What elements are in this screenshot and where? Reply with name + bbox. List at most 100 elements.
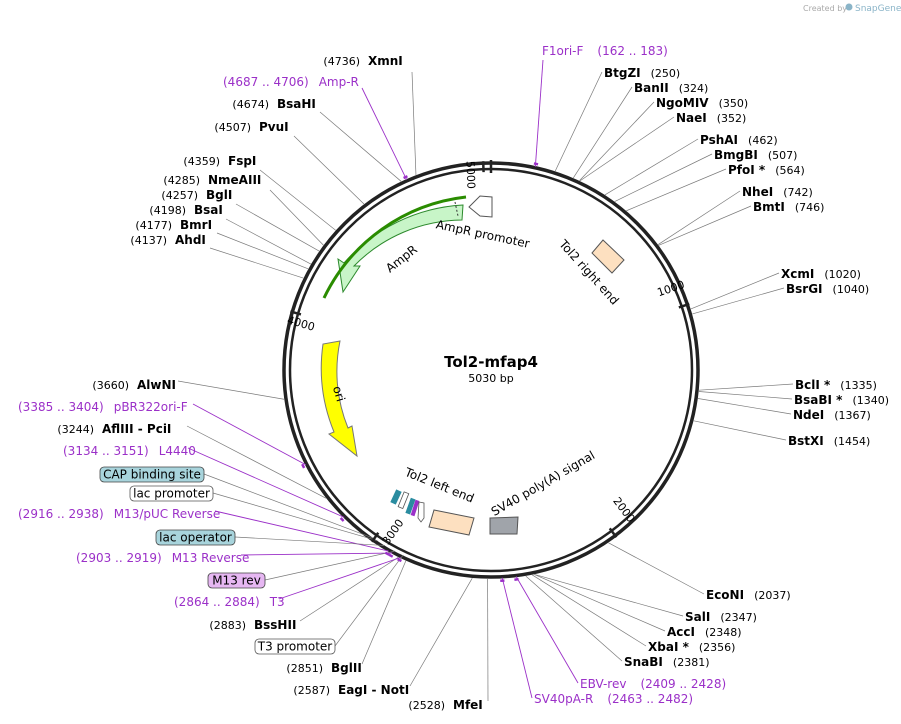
enzyme-pshai[interactable]: PshAI(462) [700,133,778,147]
enzyme-name: FspI [228,154,256,168]
feature-box-bg [155,529,236,546]
tol2-left-end-shape[interactable] [428,509,475,536]
primer-name: pBR322ori-F [114,400,188,414]
leader-line [209,247,304,279]
feature-box-bg [207,572,266,589]
tick-mark-1000 [678,302,690,309]
primer-l4440[interactable]: (3134 .. 3151)L4440 [63,444,196,458]
enzyme-fspi[interactable]: FspI (4359) [183,154,256,168]
ampr-arrow[interactable] [337,204,464,294]
tick-label-3000: 3000 [380,517,407,547]
enzyme-sali[interactable]: SalI(2347) [685,610,757,624]
enzyme-ngomiv[interactable]: NgoMIV(350) [656,96,748,110]
ampr-promoter-arrow[interactable] [468,195,493,218]
enzyme-bmti[interactable]: BmtI(746) [753,200,824,214]
feature-box-lac-operator[interactable]: lac operator [155,529,236,546]
enzyme-name: AlwNI [137,378,176,392]
enzyme-bgli[interactable]: BglI(4257) [161,188,232,202]
enzyme-xmni[interactable]: XmnI(4736) [323,54,402,68]
feature-box-m13-rev[interactable]: M13 rev [207,572,266,589]
box-leader-line [234,536,386,546]
leader-line [532,574,647,647]
enzyme-ndei[interactable]: NdeI(1367) [793,408,871,422]
enzyme-bstxi[interactable]: BstXI(1454) [788,434,870,448]
leader-line [534,574,684,617]
enzyme-bsshii[interactable]: BssHII(2883) [209,618,296,632]
enzyme-afliii-pcii[interactable]: AflIII - PciI(3244) [57,422,171,436]
enzyme-position: (2347) [720,611,757,624]
enzyme-nmeaiii[interactable]: NmeAIII(4285) [163,173,261,187]
enzyme-acci[interactable]: AccI(2348) [667,625,742,639]
primer-leader-line [192,403,307,466]
enzyme-bmgbi[interactable]: BmgBI(507) [714,148,797,162]
leader-line [658,205,752,246]
enzyme-xbai[interactable]: XbaI *(2356) [648,640,735,654]
primer-name: F1ori-F [542,44,583,58]
enzyme-btgzi[interactable]: BtgZI(250) [604,66,680,80]
primer-m13-reverse[interactable]: (2903 .. 2919)M13 Reverse [76,551,249,565]
primer-ebv-rev[interactable]: EBV-rev(2409 .. 2428) [580,677,726,691]
leader-line [411,71,417,175]
primer-mark [301,463,306,469]
feature-box-label: lac promoter [133,487,210,501]
lac-promoter-shape[interactable] [397,491,410,510]
enzyme-pvui[interactable]: PvuI(4507) [214,120,288,134]
primer-m13-puc-reverse[interactable]: (2916 .. 2938)M13/pUC Reverse [18,507,220,521]
leader-line [608,542,705,595]
leader-line [235,203,320,252]
feature-label-ampr: AmpR [383,242,420,275]
leader-line [177,380,285,400]
cap-binding-site-shape[interactable] [390,489,402,505]
lac-operator-shape[interactable] [405,497,416,515]
enzyme-bmri[interactable]: BmrI(4177) [135,218,212,232]
enzyme-name: AflIII - PciI [102,422,171,436]
leader-line [604,138,699,196]
tick-label-4000: 4000 [286,313,317,333]
feature-box-lac-promoter[interactable]: lac promoter [129,485,214,502]
primer-t3[interactable]: (2864 .. 2884)T3 [174,595,285,609]
ori-arrow[interactable] [320,340,358,458]
t3-promoter-shape[interactable] [417,501,425,523]
enzyme-eagi-noti[interactable]: EagI - NotI(2587) [293,683,409,697]
primer-range: (2463 .. 2482) [607,692,693,706]
enzyme-xcmi[interactable]: XcmI(1020) [781,267,861,281]
enzyme-bsahi[interactable]: BsaHI(4674) [232,97,315,111]
enzyme-bsai[interactable]: BsaI(4198) [149,203,222,217]
enzyme-bglii[interactable]: BglII(2851) [286,661,361,675]
enzyme-alwni[interactable]: AlwNI(3660) [92,378,176,392]
enzyme-bsabi[interactable]: BsaBI *(1340) [794,393,889,407]
enzyme-position: (2528) [408,699,445,712]
feature-box-t3-promoter[interactable]: T3 promoter [254,638,336,655]
enzyme-name: BglII [331,661,362,675]
enzyme-econi[interactable]: EcoNI(2037) [706,588,791,602]
enzyme-name: EagI - NotI [338,683,409,697]
enzyme-bcli[interactable]: BclI *(1335) [795,378,877,392]
tol2-right-end-shape[interactable] [591,239,625,274]
enzyme-name: BtgZI [604,66,641,80]
enzyme-naei[interactable]: NaeI(352) [676,111,746,125]
primer-amp-r[interactable]: (4687 .. 4706)Amp-R [223,75,359,89]
primer-sv40pa-r[interactable]: SV40pA-R(2463 .. 2482) [534,692,693,706]
enzyme-pfoi[interactable]: PfoI *(564) [728,163,805,177]
sv40-polya-shape[interactable] [489,516,519,535]
primer-pbr322ori-f[interactable]: (3385 .. 3404)pBR322ori-F [18,400,188,414]
enzyme-nhei[interactable]: NheI(742) [742,185,813,199]
enzyme-position: (1020) [824,268,861,281]
feature-box-cap-binding-site[interactable]: CAP binding site [99,466,205,483]
enzyme-position: (742) [783,186,813,199]
m13-rev-shape[interactable] [410,499,420,517]
primer-range: (4687 .. 4706) [223,75,309,89]
enzyme-bsrgi[interactable]: BsrGI(1040) [786,282,869,296]
enzyme-position: (4198) [149,204,186,217]
enzyme-position: (2348) [705,626,742,639]
primer-f1ori-f[interactable]: F1ori-F(162 .. 183) [542,44,668,58]
enzyme-position: (4359) [183,155,220,168]
enzyme-position: (324) [679,82,709,95]
snapgene-credit: Created by SnapGene [803,3,901,14]
enzyme-mfei[interactable]: MfeI(2528) [408,698,482,712]
enzyme-banii[interactable]: BanII(324) [634,81,708,95]
enzyme-snabi[interactable]: SnaBI(2381) [624,655,709,669]
boxed-feature-labels: CAP binding site lac promoter lac operator… [99,466,336,655]
enzyme-ahdi[interactable]: AhdI(4137) [130,233,205,247]
primer-mark [384,551,390,556]
